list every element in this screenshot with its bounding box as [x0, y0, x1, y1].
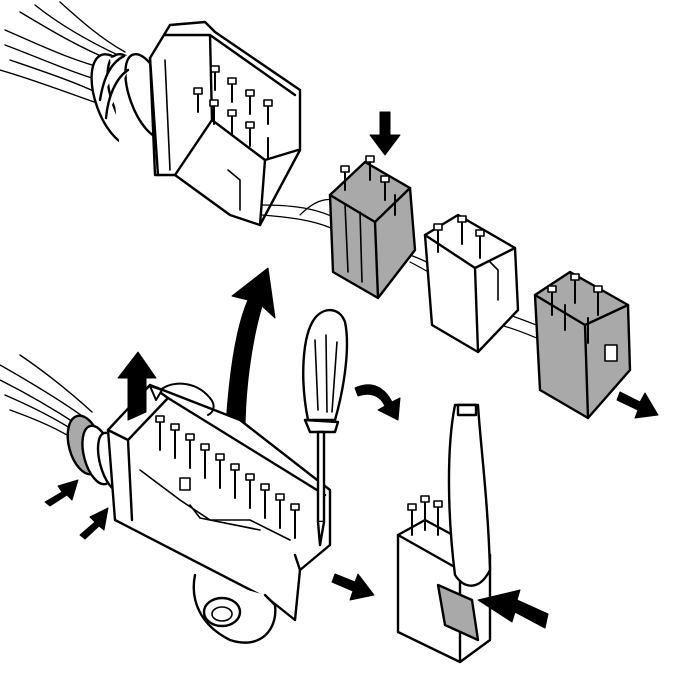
small-up-arrow — [117, 351, 157, 421]
module-gray-1 — [328, 155, 417, 300]
arrow-right-bottom — [331, 573, 375, 601]
large-up-arrow — [224, 267, 276, 446]
main-connector-top — [148, 20, 302, 227]
wire-harness-top — [0, 1, 126, 105]
screwdriver-tip-detail — [447, 403, 492, 587]
screwdriver — [302, 309, 349, 547]
push-arrow-1 — [44, 479, 79, 507]
module-gray-2 — [533, 270, 632, 420]
module-white — [423, 213, 520, 354]
rotate-arrow — [149, 382, 215, 416]
down-arrow — [369, 111, 401, 156]
curved-arrow-right — [354, 384, 401, 421]
push-arrow-2 — [79, 507, 109, 540]
main-connector-bottom — [106, 383, 332, 644]
arrow-left-detail — [477, 589, 549, 629]
arrow-right-mid — [616, 391, 659, 419]
